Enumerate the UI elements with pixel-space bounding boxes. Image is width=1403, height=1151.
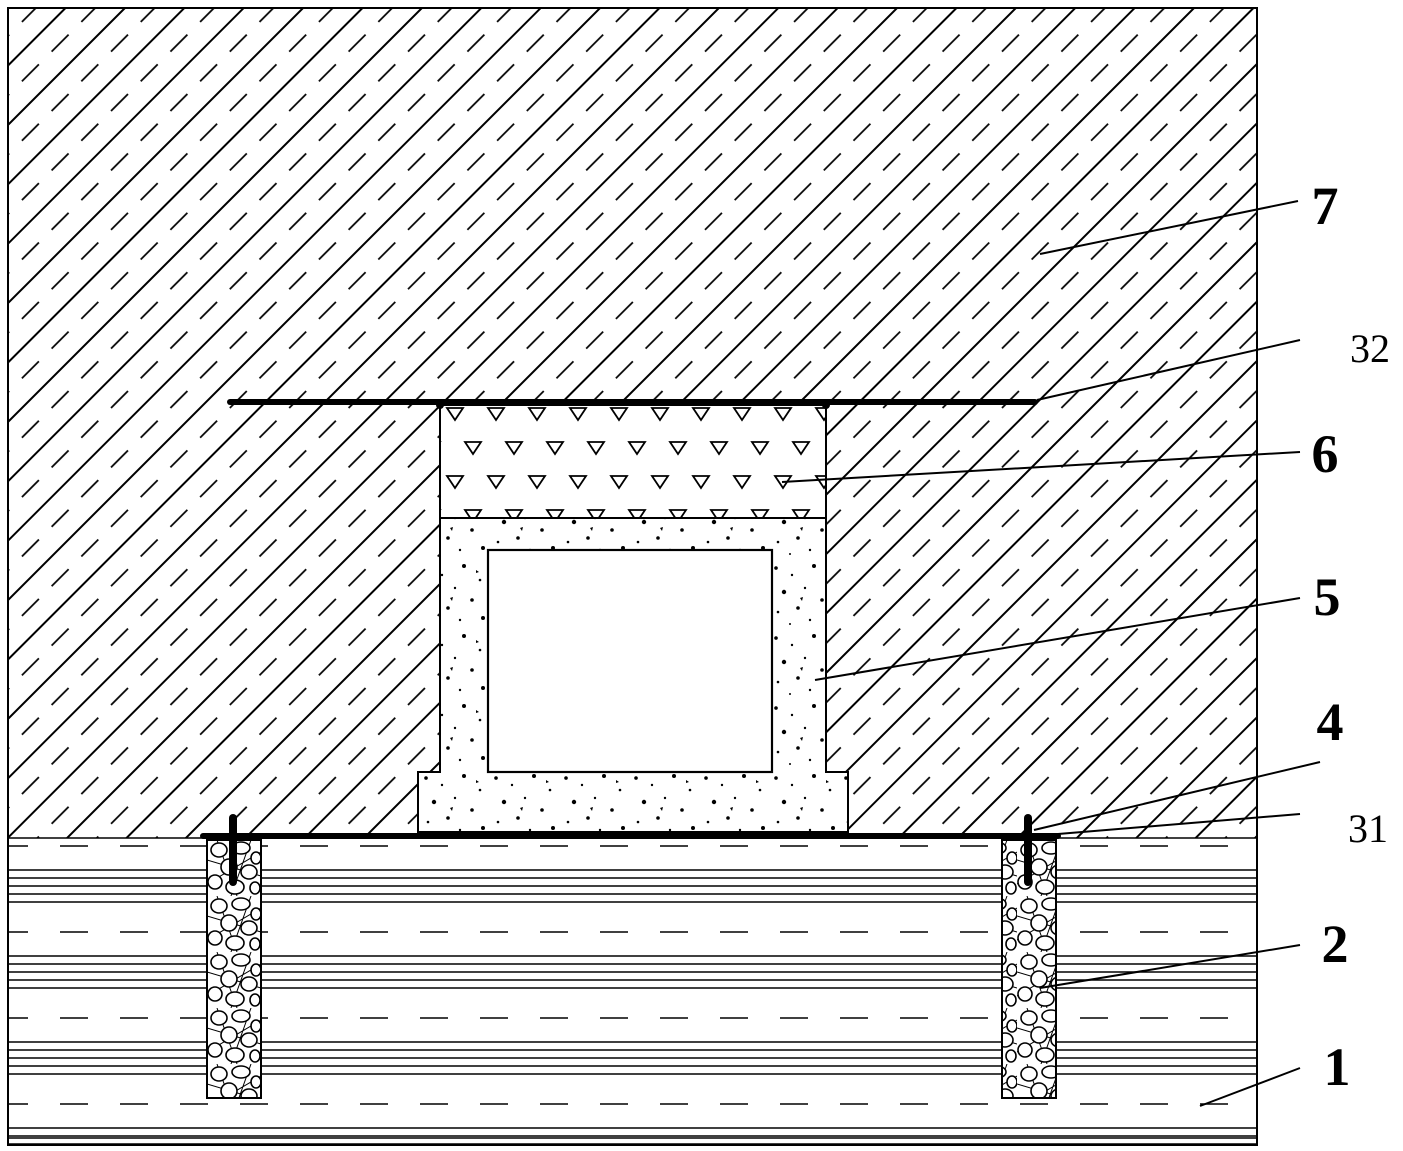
anchor-left <box>229 814 237 886</box>
culvert-outline-stroke <box>417 404 849 833</box>
label-31: 31 <box>1348 806 1388 851</box>
leader-line-1 <box>1199 1067 1301 1107</box>
label-1: 1 <box>1324 1037 1351 1097</box>
leader-line-4 <box>1033 761 1321 831</box>
label-5: 5 <box>1314 567 1341 627</box>
label-32: 32 <box>1350 326 1390 371</box>
label-4: 4 <box>1317 692 1344 752</box>
top-plate-joint-left <box>436 401 444 409</box>
top-plate-joint-right <box>822 401 830 409</box>
label-7: 7 <box>1312 176 1339 236</box>
foundation-soil-region <box>8 838 1257 1145</box>
leader-line-32 <box>1036 339 1301 401</box>
label-2: 2 <box>1322 914 1349 974</box>
diagram-frame <box>7 7 1258 1146</box>
leader-line-7 <box>1039 200 1299 255</box>
leader-line-5 <box>814 597 1301 681</box>
culvert-opening <box>486 548 774 774</box>
label-6: 6 <box>1312 424 1339 484</box>
cushion-layer <box>441 406 825 518</box>
anchor-right <box>1024 814 1032 886</box>
leader-line-31 <box>1057 813 1301 835</box>
leader-line-6 <box>781 451 1301 483</box>
leader-line-2 <box>1039 944 1301 989</box>
